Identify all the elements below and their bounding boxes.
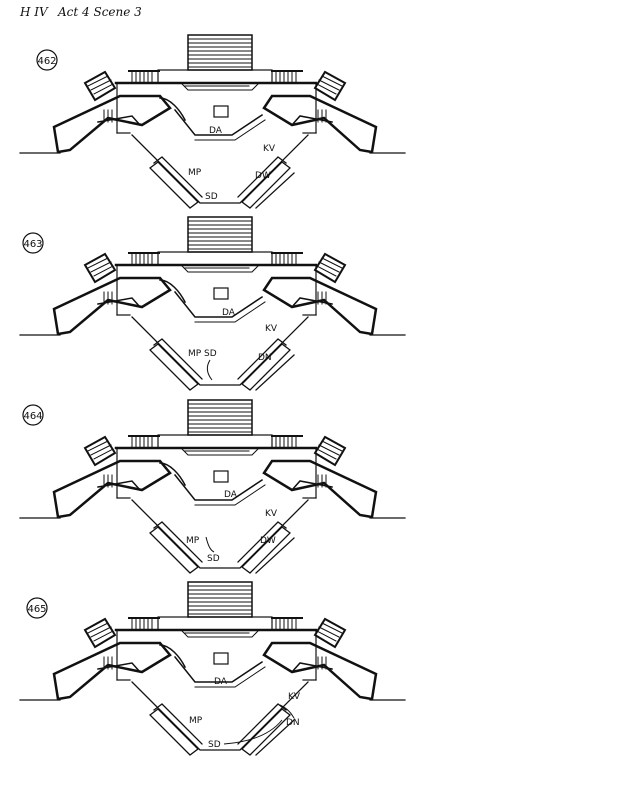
panel-number-circle: [22, 232, 44, 254]
actor-label-sd: SD: [205, 192, 218, 202]
actor-label-mp: MP: [186, 536, 200, 546]
panel-number: 462: [37, 56, 56, 67]
play-title: H IV: [19, 5, 49, 19]
actor-label-mp: MP: [189, 716, 203, 726]
blocking-panel: 462 DA KV MP DW SD: [18, 33, 407, 210]
actor-label-kv: KV: [265, 509, 278, 519]
panel-number-circle: [36, 49, 58, 71]
actor-label-da: DA: [222, 308, 236, 318]
actor-label-kv: KV: [265, 324, 278, 334]
actor-label-mp: MP: [188, 168, 202, 178]
scene-title: Act 4 Scene 3: [57, 5, 142, 19]
actor-label-kv: KV: [288, 692, 301, 702]
actor-label-da: DA: [214, 677, 228, 687]
actor-label-sd: SD: [204, 349, 217, 359]
movement-arrow: [205, 536, 215, 553]
actor-label-dw: DW: [255, 171, 271, 181]
movement-arrow: [223, 719, 283, 745]
actor-label-mp: MP: [188, 349, 202, 359]
actor-label-da: DA: [209, 126, 223, 136]
panel-number-circle: [26, 597, 48, 619]
actor-label-dw: DN: [286, 718, 300, 728]
blocking-panel: 463 DA KV MP DN SD: [18, 215, 407, 392]
actor-label-kv: KV: [263, 144, 276, 154]
movement-arrow: [279, 704, 295, 719]
panel-number: 465: [27, 604, 46, 615]
panel-number: 464: [23, 411, 42, 422]
actor-label-sd: SD: [208, 740, 221, 750]
blocking-panel: 465 DA KV MP DN SD: [18, 580, 407, 757]
panel-number: 463: [23, 239, 42, 250]
actor-label-dw: DN: [258, 353, 272, 363]
actor-label-da: DA: [224, 490, 238, 500]
blocking-panel: 464 DA KV MP DW SD: [18, 398, 407, 575]
actor-label-sd: SD: [207, 554, 220, 564]
movement-arrow: [206, 359, 213, 381]
actor-label-dw: DW: [260, 536, 276, 546]
panel-number-circle: [22, 404, 44, 426]
